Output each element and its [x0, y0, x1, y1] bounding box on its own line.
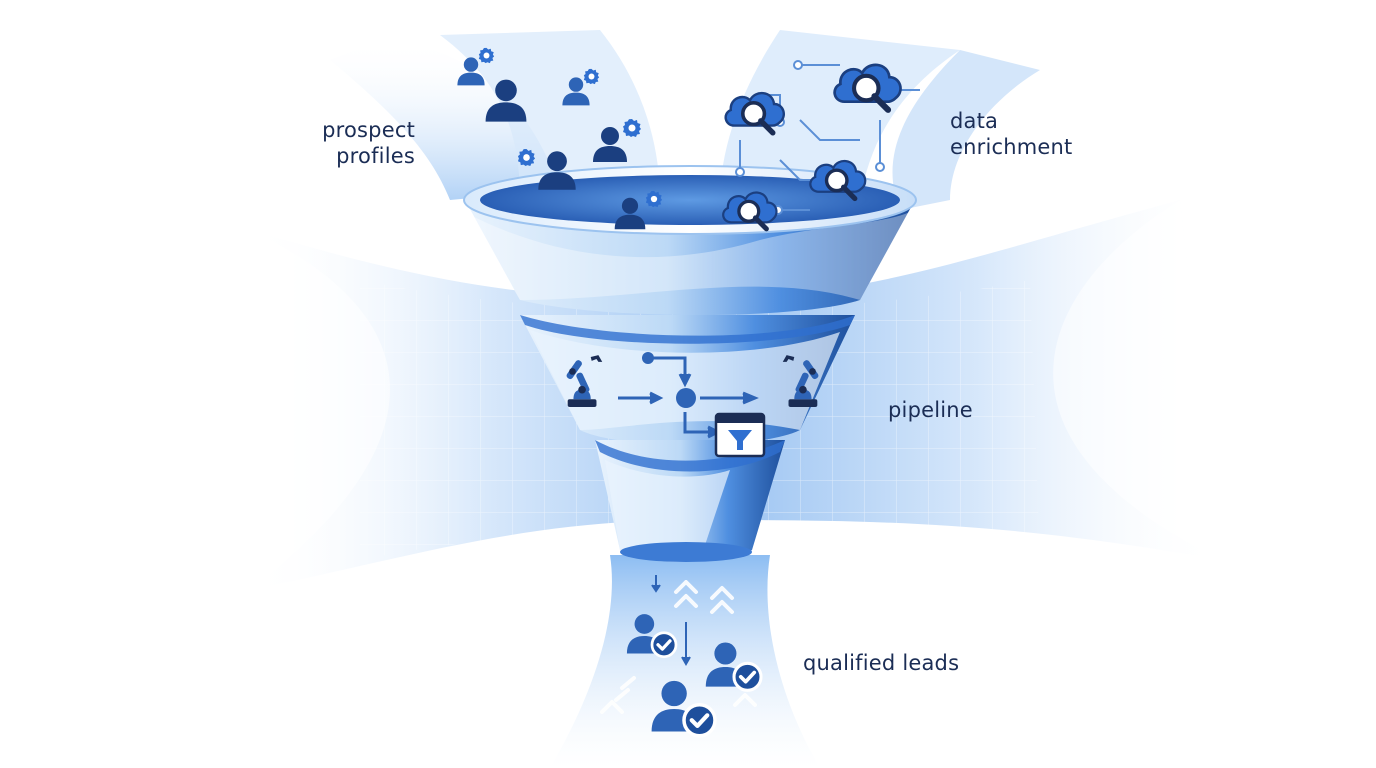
data-enrichment-label: data enrichment: [950, 108, 1072, 160]
prospect-profiles-line-2: profiles: [336, 144, 415, 168]
data-enrichment-icons: [723, 60, 920, 229]
data-enrichment-line-1: data: [950, 109, 999, 133]
pipeline-label: pipeline: [888, 398, 973, 422]
qualified-leads-icons: [600, 575, 763, 736]
qualified-leads-label: qualified leads: [803, 651, 960, 675]
funnel: [463, 165, 917, 562]
background-stream: [250, 200, 1220, 590]
prospect-profiles-line-1: prospect: [322, 118, 415, 142]
flow-node-icon: [676, 388, 696, 408]
pipeline-icons: [565, 352, 820, 458]
filter-window-icon: [714, 412, 766, 458]
data-enrichment-line-2: enrichment: [950, 135, 1073, 159]
flow-node-icon: [642, 352, 654, 364]
prospect-profiles-label: prospect profiles: [305, 117, 415, 169]
